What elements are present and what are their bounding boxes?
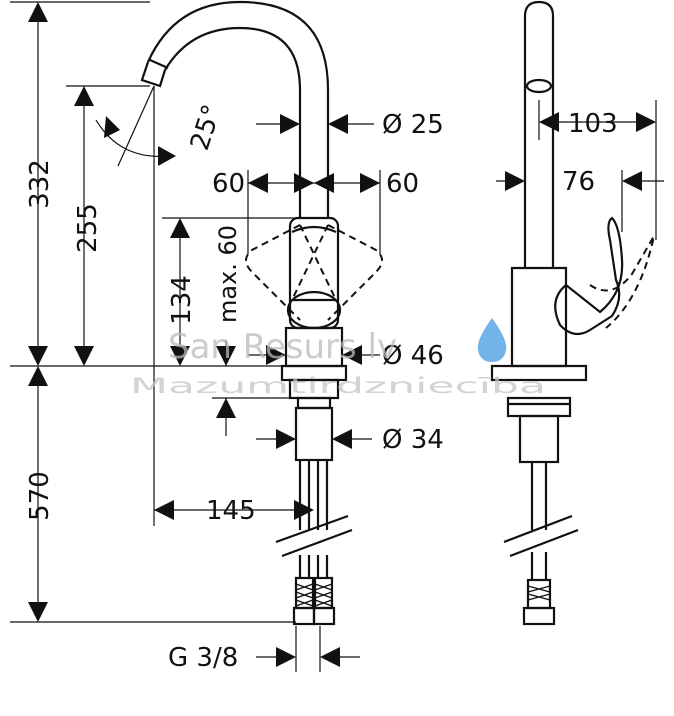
dim-60-right: 60 <box>386 169 419 199</box>
dim-103: 103 <box>568 109 618 139</box>
watermark: San Resurs lv Mazumtirdzniecība <box>130 318 546 398</box>
dim-25-degree: 25° <box>185 101 228 154</box>
watermark-brand: San Resurs lv <box>168 327 397 367</box>
dim-diameter-25: Ø 25 <box>382 110 444 140</box>
front-view <box>140 0 383 626</box>
water-drop-icon <box>477 318 507 362</box>
dim-diameter-46: Ø 46 <box>382 341 444 371</box>
dimension-lines <box>10 1 664 672</box>
dim-134: 134 <box>167 275 197 325</box>
dim-60-left: 60 <box>212 169 245 199</box>
watermark-tagline: Mazumtirdzniecība <box>130 374 546 398</box>
dim-255: 255 <box>73 203 103 253</box>
dim-332: 332 <box>25 159 55 209</box>
dim-diameter-34: Ø 34 <box>382 425 444 455</box>
dim-g-3-8: G 3/8 <box>168 643 238 673</box>
dim-max-60: max. 60 <box>214 225 242 323</box>
dim-145: 145 <box>206 496 256 526</box>
dim-76: 76 <box>562 167 595 197</box>
side-view <box>490 0 655 626</box>
dimension-labels: 332 255 25° Ø 25 60 60 max. 60 134 Ø 46 … <box>25 101 618 673</box>
dim-570: 570 <box>25 471 55 521</box>
